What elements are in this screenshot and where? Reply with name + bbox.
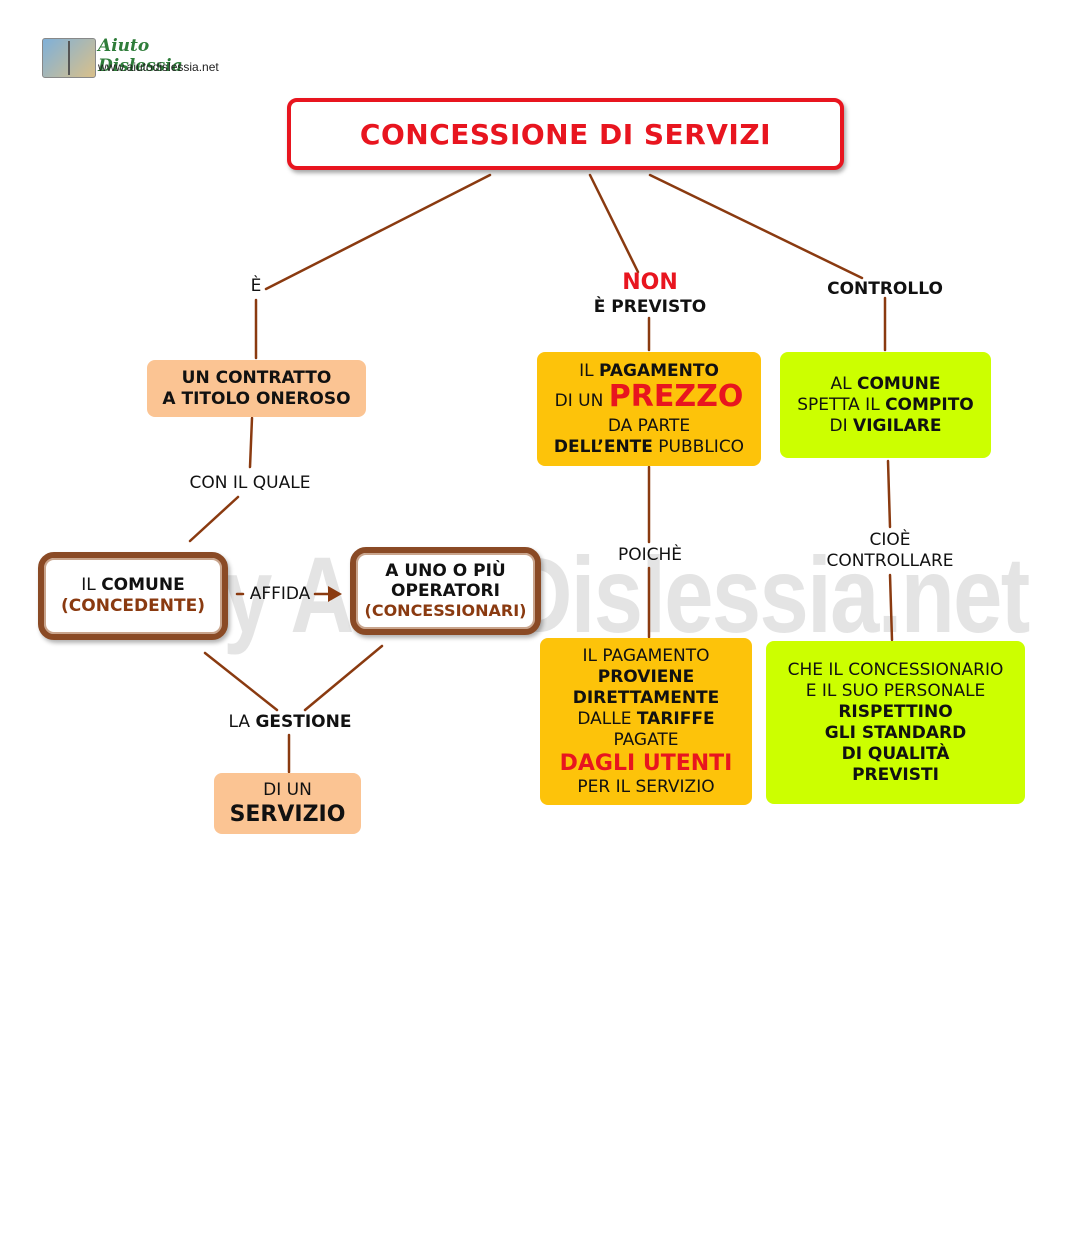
line-title-e — [264, 173, 492, 291]
line-title-non — [588, 173, 640, 274]
prov-line2: PROVIENE — [597, 666, 695, 687]
prov-line6: DAGLI UTENTI — [559, 750, 733, 776]
std-line6: PREVISTI — [852, 764, 939, 785]
comune-prefix: IL — [81, 575, 102, 595]
proviene-box: IL PAGAMENTO PROVIENE DIRETTAMENTE DALLE… — [540, 638, 752, 805]
operatori-role: (CONCESSIONARI) — [364, 601, 527, 620]
std-line5: DI QUALITÀ — [841, 743, 950, 764]
servizio-box: DI UN SERVIZIO — [214, 773, 361, 834]
link-affida: AFFIDA — [249, 584, 311, 604]
prov-line5: PAGATE — [613, 729, 679, 750]
pag-line4-bold: DELL’ENTE — [553, 436, 653, 457]
pag-line2-prefix: DI UN — [554, 390, 609, 411]
pag-line2-big: PREZZO — [608, 378, 744, 414]
prov-line1: IL PAGAMENTO — [582, 645, 710, 666]
line-operatori-gestione — [303, 644, 384, 712]
servizio-line1: DI UN — [263, 779, 312, 800]
prov-line4-bold: TARIFFE — [636, 708, 715, 729]
pagamento-box: IL PAGAMENTO DI UN PREZZO DA PARTE DELL’… — [537, 352, 761, 466]
contract-box: UN CONTRATTO A TITOLO ONEROSO — [147, 360, 366, 417]
std-line2: E IL SUO PERSONALE — [805, 680, 986, 701]
vig-line3-prefix: DI — [829, 415, 854, 436]
vig-line3-bold: VIGILARE — [853, 415, 942, 436]
book-icon — [42, 38, 96, 78]
contract-line1: UN CONTRATTO — [181, 367, 332, 388]
title-box: CONCESSIONE DI SERVIZI — [287, 98, 844, 170]
cioe-line2: CONTROLLARE — [826, 551, 954, 571]
link-cioe: CIOÈ CONTROLLARE — [810, 530, 970, 572]
link-non: NON — [622, 270, 678, 295]
logo-title: Aiuto Dislessia — [98, 36, 183, 76]
vig-line2-bold: COMPITO — [885, 394, 974, 415]
pag-line3: DA PARTE — [607, 415, 691, 436]
contract-line2: A TITOLO ONEROSO — [162, 388, 351, 409]
affida-arrowhead — [328, 586, 342, 602]
servizio-line2: SERVIZIO — [229, 801, 346, 827]
prov-line4-prefix: DALLE — [577, 708, 637, 729]
link-con-il-quale: CON IL QUALE — [189, 473, 311, 493]
link-controllo: CONTROLLO — [827, 279, 943, 299]
operatori-line2: OPERATORI — [391, 581, 500, 601]
comune-role: (CONCEDENTE) — [61, 596, 205, 616]
site-logo[interactable]: Aiuto Dislessia www.aiutodislessia.net — [42, 36, 232, 80]
watermark: By AiutoDislessia.net — [160, 534, 1030, 655]
prov-line3: DIRETTAMENTE — [572, 687, 720, 708]
line-conilquale-comune — [188, 495, 240, 543]
logo-url: www.aiutodislessia.net — [98, 60, 219, 74]
std-line4: GLI STANDARD — [824, 722, 967, 743]
std-line1: CHE IL CONCESSIONARIO — [787, 659, 1004, 680]
pag-line4-suffix: PUBBLICO — [652, 436, 745, 457]
vig-line2-prefix: SPETTA IL — [797, 394, 886, 415]
line-vigilare-cioe — [886, 459, 892, 529]
page-title: CONCESSIONE DI SERVIZI — [359, 117, 772, 151]
comune-bold: COMUNE — [101, 575, 185, 595]
comune-box: IL COMUNE (CONCEDENTE) — [38, 552, 228, 640]
gestione-bold: GESTIONE — [255, 712, 352, 732]
link-e-previsto: È PREVISTO — [593, 297, 707, 317]
standard-box: CHE IL CONCESSIONARIO E IL SUO PERSONALE… — [766, 641, 1025, 804]
link-poiche: POICHÈ — [617, 545, 683, 565]
line-title-controllo — [648, 173, 864, 280]
vig-line1-bold: COMUNE — [857, 373, 941, 394]
pag-line1-prefix: IL — [579, 360, 599, 381]
line-comune-gestione — [203, 651, 279, 712]
std-line3: RISPETTINO — [838, 701, 953, 722]
cioe-line1: CIOÈ — [869, 530, 911, 550]
prov-line7: PER IL SERVIZIO — [577, 776, 715, 797]
operatori-box: A UNO O PIÙ OPERATORI (CONCESSIONARI) — [350, 547, 541, 635]
vigilare-box: AL COMUNE SPETTA IL COMPITO DI VIGILARE — [780, 352, 991, 458]
pag-line1-bold: PAGAMENTO — [598, 360, 719, 381]
line-cioe-standard — [888, 573, 894, 642]
operatori-line1: A UNO O PIÙ — [385, 561, 506, 581]
link-gestione: LA GESTIONE — [200, 712, 380, 733]
link-e: È — [250, 276, 262, 296]
gestione-prefix: LA — [228, 712, 256, 732]
line-contract-conilquale — [248, 416, 254, 469]
vig-line1-prefix: AL — [830, 373, 857, 394]
